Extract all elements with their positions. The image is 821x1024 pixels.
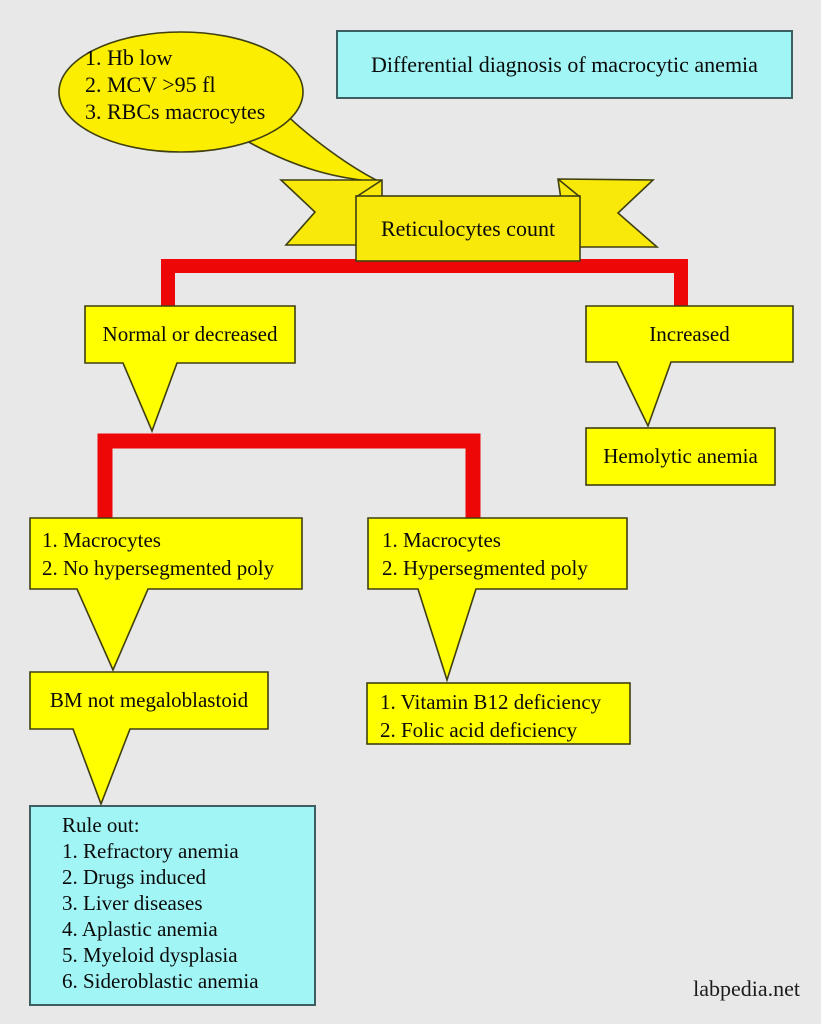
ribbon-fold-lines	[355, 178, 581, 198]
page-title: Differential diagnosis of macrocytic ane…	[371, 51, 758, 77]
diagnosis-item: 2. Folic acid deficiency	[380, 718, 578, 742]
speech-bubble-item: 2. MCV >95 fl	[85, 72, 216, 97]
rule-out-item: 4. Aplastic anemia	[62, 917, 218, 941]
rule-out-item: 5. Myeloid dysplasia	[62, 943, 238, 967]
finding-item: 2. Hypersegmented poly	[382, 556, 588, 580]
rule-out-item: 6. Sideroblastic anemia	[62, 969, 259, 993]
finding-item: 1. Macrocytes	[42, 528, 161, 552]
node-normal-or-decreased-label: Normal or decreased	[102, 322, 278, 346]
speech-bubble	[58, 31, 304, 153]
rule-out-item: 2. Drugs induced	[62, 865, 207, 889]
node-reticulocytes-count-label: Reticulocytes count	[380, 215, 556, 241]
node-increased-shape	[585, 305, 794, 429]
finding-item: 2. No hypersegmented poly	[42, 556, 275, 580]
node-rule-out-list: Rule out: 1. Refractory anemia 2. Drugs …	[62, 812, 259, 994]
connector-reticulocytes-split	[161, 259, 688, 310]
diagnosis-item: 1. Vitamin B12 deficiency	[380, 690, 602, 714]
node-findings-right-list: 1. Macrocytes 2. Hypersegmented poly	[382, 526, 588, 582]
finding-item: 1. Macrocytes	[382, 528, 501, 552]
rule-out-item: 3. Liver diseases	[62, 891, 203, 915]
node-increased-label: Increased	[649, 321, 730, 346]
speech-bubble-item: 1. Hb low	[85, 45, 173, 70]
speech-bubble-list: 1. Hb low 2. MCV >95 fl 3. RBCs macrocyt…	[85, 44, 265, 125]
speech-bubble-item: 3. RBCs macrocytes	[85, 99, 266, 124]
node-hemolytic-anemia-shape	[585, 427, 776, 486]
node-hemolytic-anemia-label: Hemolytic anemia	[603, 444, 758, 468]
node-normal-or-decreased-shape	[84, 305, 296, 434]
rule-out-item: 1. Refractory anemia	[62, 839, 239, 863]
rule-out-heading: Rule out:	[62, 813, 140, 837]
node-findings-left-shape	[29, 517, 303, 672]
node-bm-not-megaloblastoid-label: BM not megaloblastoid	[49, 688, 249, 712]
node-rule-out-shape	[29, 805, 316, 1006]
node-findings-left-list: 1. Macrocytes 2. No hypersegmented poly	[42, 526, 274, 582]
node-deficiency-diagnosis-list: 1. Vitamin B12 deficiency 2. Folic acid …	[380, 688, 601, 744]
node-deficiency-diagnosis-shape	[366, 682, 631, 745]
node-findings-right-shape	[367, 517, 628, 683]
node-bm-not-megaloblastoid-shape	[29, 671, 269, 807]
watermark: labpedia.net	[693, 976, 800, 1001]
node-reticulocytes-count-shape	[355, 195, 581, 262]
diagram-title-shape	[336, 30, 793, 99]
connector-normal-split	[97, 433, 481, 520]
